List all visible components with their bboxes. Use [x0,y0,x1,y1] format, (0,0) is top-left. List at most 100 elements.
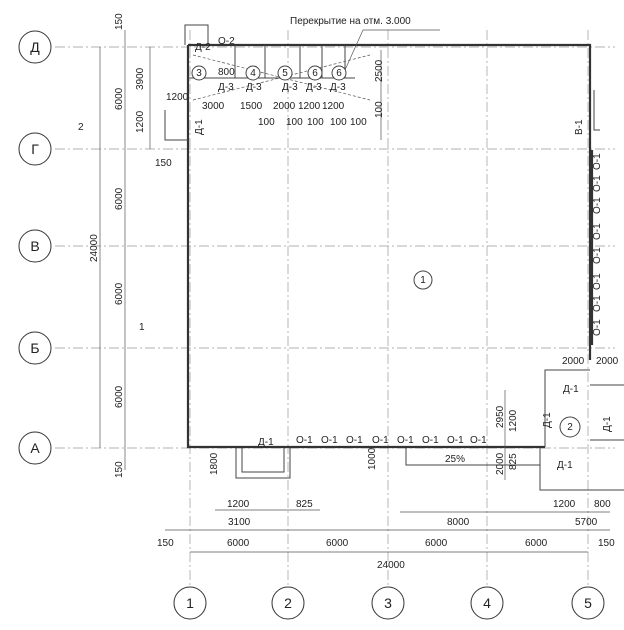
opening-mark: Д-3 [218,82,234,93]
dimension-label: 3100 [228,517,251,528]
room-number: 2 [567,422,573,433]
dimension-label: 100 [286,117,303,128]
opening-mark: Д-1 [194,119,205,135]
room-number-circle [331,65,347,81]
opening-mark: О-1 [447,435,464,446]
dimension-label: 1200 [135,110,146,133]
dimension-label: 6000 [114,385,125,408]
dimension-label: 2000 [495,452,506,475]
opening-mark: О-1 [397,435,414,446]
opening-mark: О-1 [592,247,603,264]
dimension-label: 1 [139,322,145,333]
dimension-label: 150 [598,538,615,549]
dimension-label: 6000 [114,87,125,110]
dimension-label: 24000 [89,234,100,262]
dimension-label: 100 [374,101,385,118]
column-axis-circle [173,586,207,620]
row-axis-circle [18,30,52,64]
dimension-label: 2000 [562,356,585,367]
dimension-label: 5700 [575,517,598,528]
opening-mark: О-1 [592,175,603,192]
room-number-circle [413,270,433,290]
dimension-label: 150 [114,461,125,478]
dimension-label: 24000 [377,560,405,571]
opening-mark: В-1 [574,119,585,135]
row-axis-label: А [30,440,40,456]
row-axis-circle [18,431,52,465]
row-axis-circle [18,132,52,166]
opening-mark: О-1 [592,223,603,240]
opening-mark: Д-3 [246,82,262,93]
dimension-label: 825 [296,499,313,510]
opening-mark: Д-2 [195,42,211,53]
opening-mark: О-1 [296,435,313,446]
row-axis-label: Б [30,340,39,356]
opening-mark: О-1 [422,435,439,446]
dimension-label: 2 [78,122,84,133]
row-axis-circle [18,229,52,263]
opening-mark: О-1 [321,435,338,446]
dimension-label: 25% [445,454,465,465]
room-number: 6 [336,68,342,79]
room-number-circle [245,65,261,81]
dimension-label: 3900 [135,67,146,90]
dimension-label: 1200 [322,101,345,112]
opening-mark: О-1 [592,319,603,336]
dimension-label: 1200 [553,499,576,510]
column-axis-circle [470,586,504,620]
opening-mark: О-1 [592,273,603,290]
dimension-label: 100 [350,117,367,128]
opening-mark: Д-3 [306,82,322,93]
opening-mark: Д-1 [557,460,573,471]
dimension-label: 2500 [374,59,385,82]
slab-note: Перекрытие на отм. 3.000 [290,16,411,27]
opening-mark: Д-1 [563,384,579,395]
column-axis-circle [571,586,605,620]
dimension-label: 100 [330,117,347,128]
room-number: 1 [420,275,426,286]
room-number: 6 [312,68,318,79]
row-axis-label: Д [30,39,40,55]
opening-mark: Д-3 [282,82,298,93]
dimension-label: 800 [218,67,235,78]
dimension-label: 1800 [209,452,220,475]
dimension-label: 8000 [447,517,470,528]
column-axis-label: 4 [483,595,491,611]
row-axis-label: В [30,238,39,254]
dimension-label: 100 [307,117,324,128]
opening-mark: Д-3 [330,82,346,93]
column-axis-label: 1 [186,595,194,611]
column-axis-label: 3 [384,595,392,611]
dimension-label: 2000 [273,101,296,112]
dimension-label: 150 [157,538,174,549]
dimension-label: 825 [508,453,519,470]
opening-mark: Д-1 [602,416,613,432]
dimension-label: 150 [114,13,125,30]
room-number-circle [277,65,293,81]
room-number: 3 [196,68,202,79]
opening-mark: О-1 [372,435,389,446]
dimension-label: 6000 [326,538,349,549]
row-axis-label: Г [31,141,39,157]
opening-mark: О-1 [346,435,363,446]
dimension-label: 6000 [425,538,448,549]
opening-mark: О-1 [592,197,603,214]
opening-mark: О-1 [592,153,603,170]
walls [164,24,624,491]
opening-mark: Д-1 [542,412,553,428]
column-axis-label: 5 [584,595,592,611]
dimension-label: 800 [594,499,611,510]
dimension-label: 1200 [508,409,519,432]
dimension-label: 1500 [240,101,263,112]
dimension-label: 2000 [596,356,619,367]
dimension-label: 1200 [298,101,321,112]
opening-mark: Д-1 [258,437,274,448]
opening-mark: О-1 [470,435,487,446]
room-number-circle [559,416,581,438]
dimension-label: 100 [258,117,275,128]
dimension-label: 1200 [227,499,250,510]
opening-mark: О-1 [592,295,603,312]
dimension-lines [99,30,610,553]
column-axis-label: 2 [284,595,292,611]
